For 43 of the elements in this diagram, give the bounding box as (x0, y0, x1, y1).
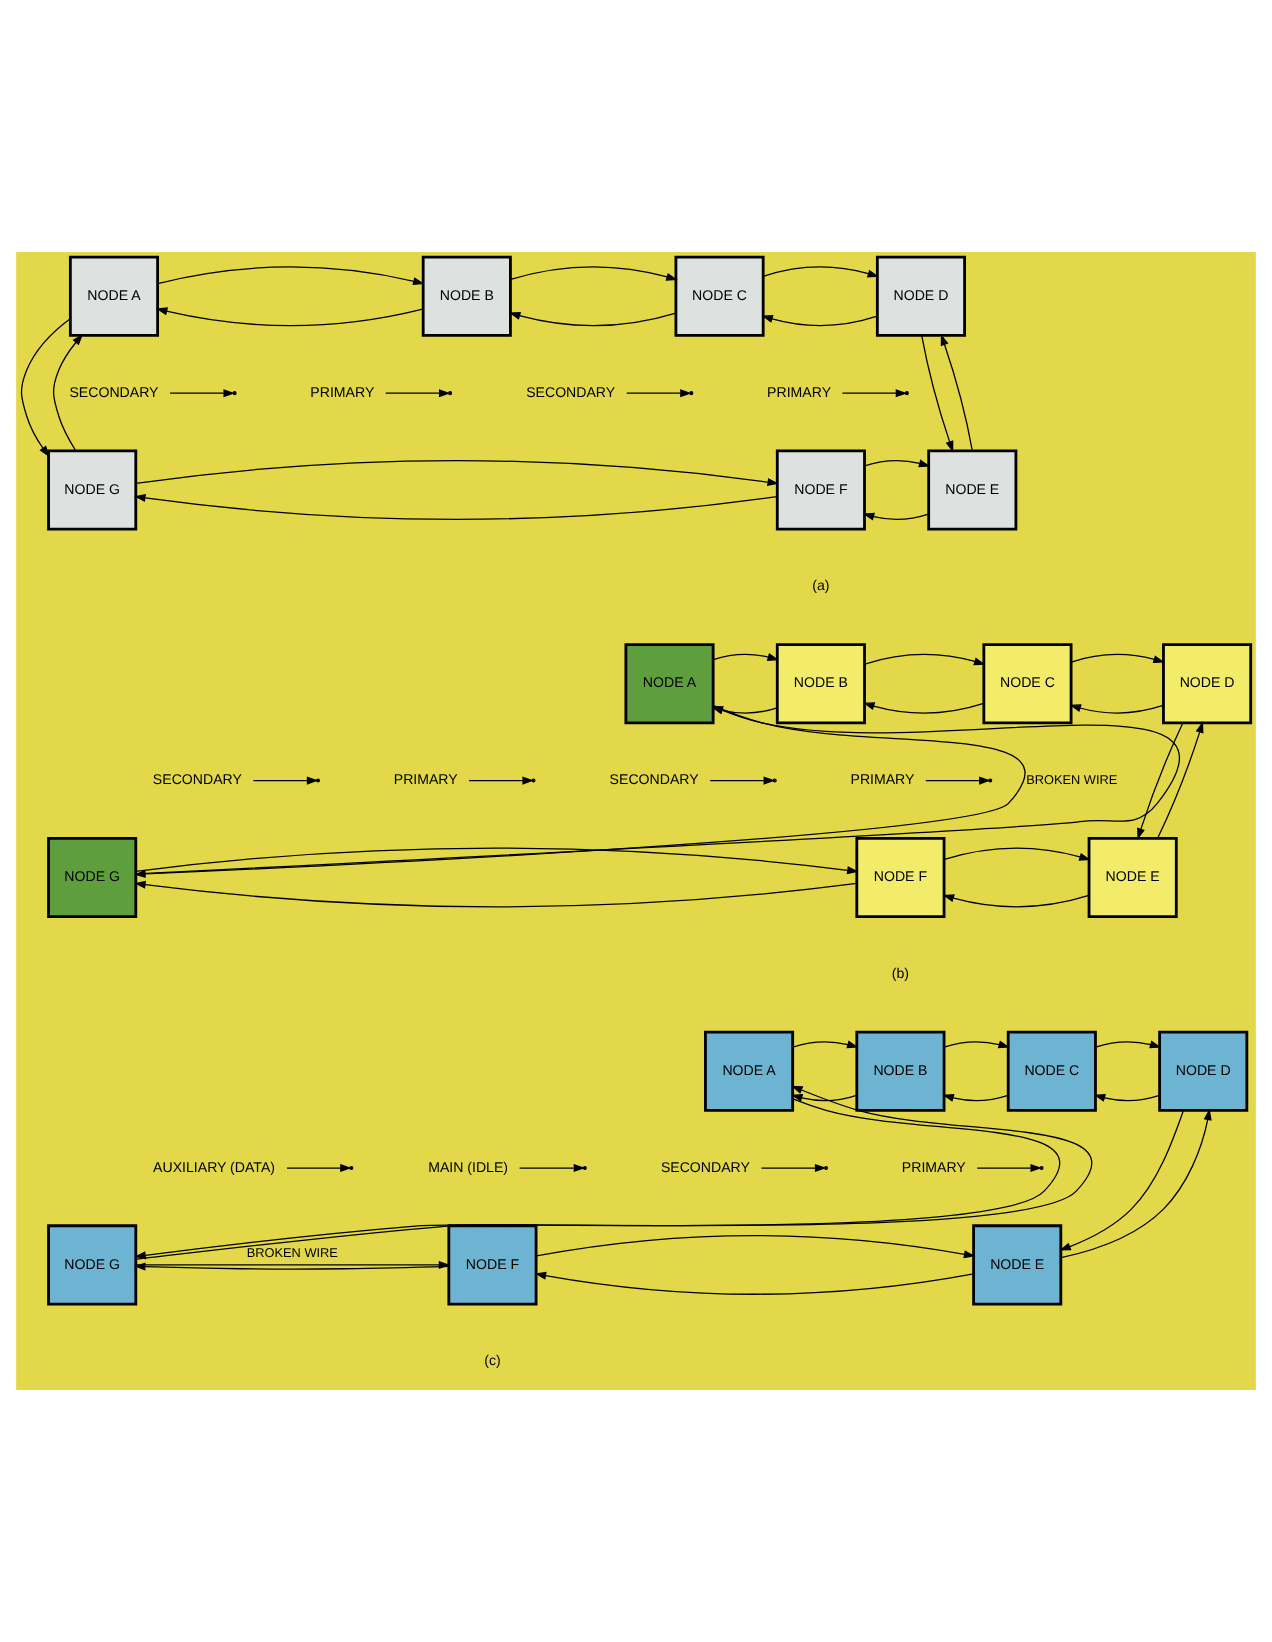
arrow (762, 266, 880, 278)
arrow (508, 311, 677, 327)
arrow (940, 333, 973, 452)
arrow (534, 1271, 975, 1295)
arrow (864, 653, 986, 666)
arrow (841, 389, 908, 398)
arrow (1137, 722, 1184, 840)
arrow (712, 653, 780, 661)
arrow (760, 1164, 827, 1173)
arrow (1094, 1040, 1162, 1049)
arrow (943, 847, 1091, 861)
arrow (385, 389, 451, 398)
arrow (862, 512, 930, 521)
arrow (626, 389, 692, 398)
arrow (134, 880, 858, 908)
arrow (1157, 721, 1204, 839)
arrow (943, 1040, 1010, 1049)
arrow (792, 1040, 859, 1049)
arrow (976, 1164, 1042, 1173)
arrow (155, 307, 424, 327)
arrow (942, 1094, 1009, 1102)
arrow (135, 847, 859, 875)
arrow (510, 266, 678, 281)
arrow (518, 1164, 586, 1173)
arrow (1093, 1094, 1161, 1102)
arrow (790, 1094, 858, 1102)
arrow (134, 493, 778, 520)
arrow (921, 335, 954, 453)
arrow (157, 266, 425, 286)
arrow (1060, 1108, 1212, 1259)
arrow (20, 318, 71, 458)
arrow (761, 315, 878, 327)
arrow (52, 333, 84, 452)
arrow (942, 894, 1090, 908)
arrow (864, 459, 931, 468)
arrow (1069, 704, 1164, 714)
arrow (1059, 1109, 1185, 1251)
arrow (535, 1234, 976, 1259)
arrow (135, 460, 779, 487)
arrow (286, 1164, 352, 1173)
arrow (863, 702, 985, 714)
arrow (1070, 653, 1165, 664)
arrow (169, 389, 235, 398)
